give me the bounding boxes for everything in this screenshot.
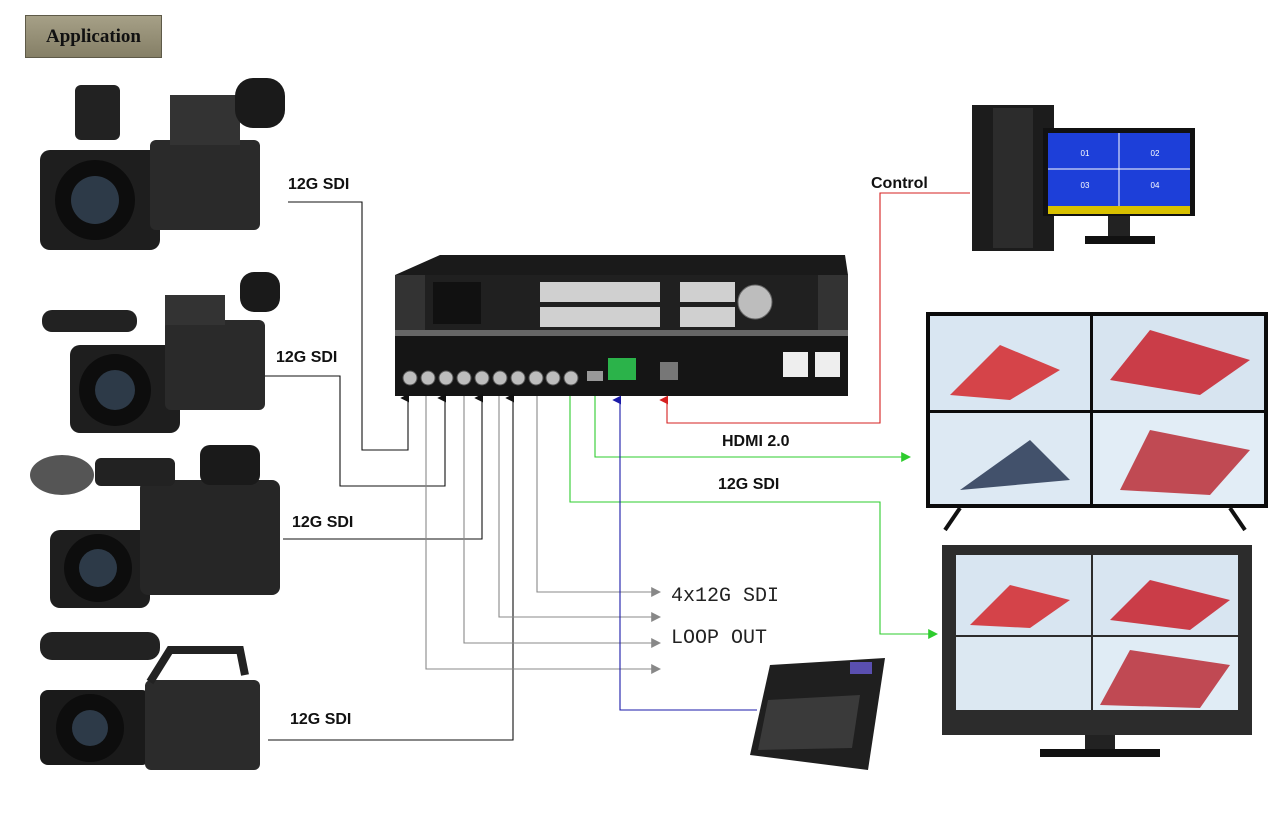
camera-3-label: 12G SDI — [292, 514, 354, 531]
camera-1-label: 12G SDI — [288, 176, 350, 193]
camera-1-line — [288, 201, 410, 451]
camera-4-line — [268, 393, 515, 741]
loop-line-4 — [425, 396, 662, 674]
control-line — [659, 192, 970, 424]
camera-2-label: 12G SDI — [276, 349, 338, 366]
loop-line-2 — [498, 396, 662, 622]
audio-line — [612, 395, 757, 711]
pc-quad-3: 03 — [1081, 181, 1090, 190]
control-label: Control — [871, 175, 928, 192]
hdmi-output-line — [594, 396, 912, 462]
camera-2-line — [265, 375, 447, 487]
sdi-monitor — [942, 545, 1252, 757]
sdi-output-label: 12G SDI — [718, 476, 780, 493]
camera-4-label: 12G SDI — [290, 711, 352, 728]
switcher-device — [395, 255, 848, 396]
loop-label-1: 4x12G SDI — [671, 585, 780, 608]
camera-3 — [30, 445, 280, 608]
loop-label-2: LOOP OUT — [671, 627, 768, 650]
loop-line-3 — [463, 396, 662, 648]
sdi-output-line — [569, 396, 939, 639]
pc-quad-1: 01 — [1081, 149, 1090, 158]
hdmi-label: HDMI 2.0 — [722, 433, 790, 450]
camera-3-line — [283, 393, 484, 540]
pc-quad-2: 02 — [1151, 149, 1160, 158]
audio-mixer — [750, 658, 885, 770]
loop-line-1 — [536, 396, 662, 597]
hdmi-display — [926, 312, 1268, 532]
control-computer — [972, 105, 1195, 251]
camera-4 — [40, 632, 260, 770]
camera-1 — [40, 78, 285, 250]
camera-2 — [42, 272, 280, 433]
application-title: Application — [25, 15, 162, 58]
pc-quad-4: 04 — [1151, 181, 1160, 190]
